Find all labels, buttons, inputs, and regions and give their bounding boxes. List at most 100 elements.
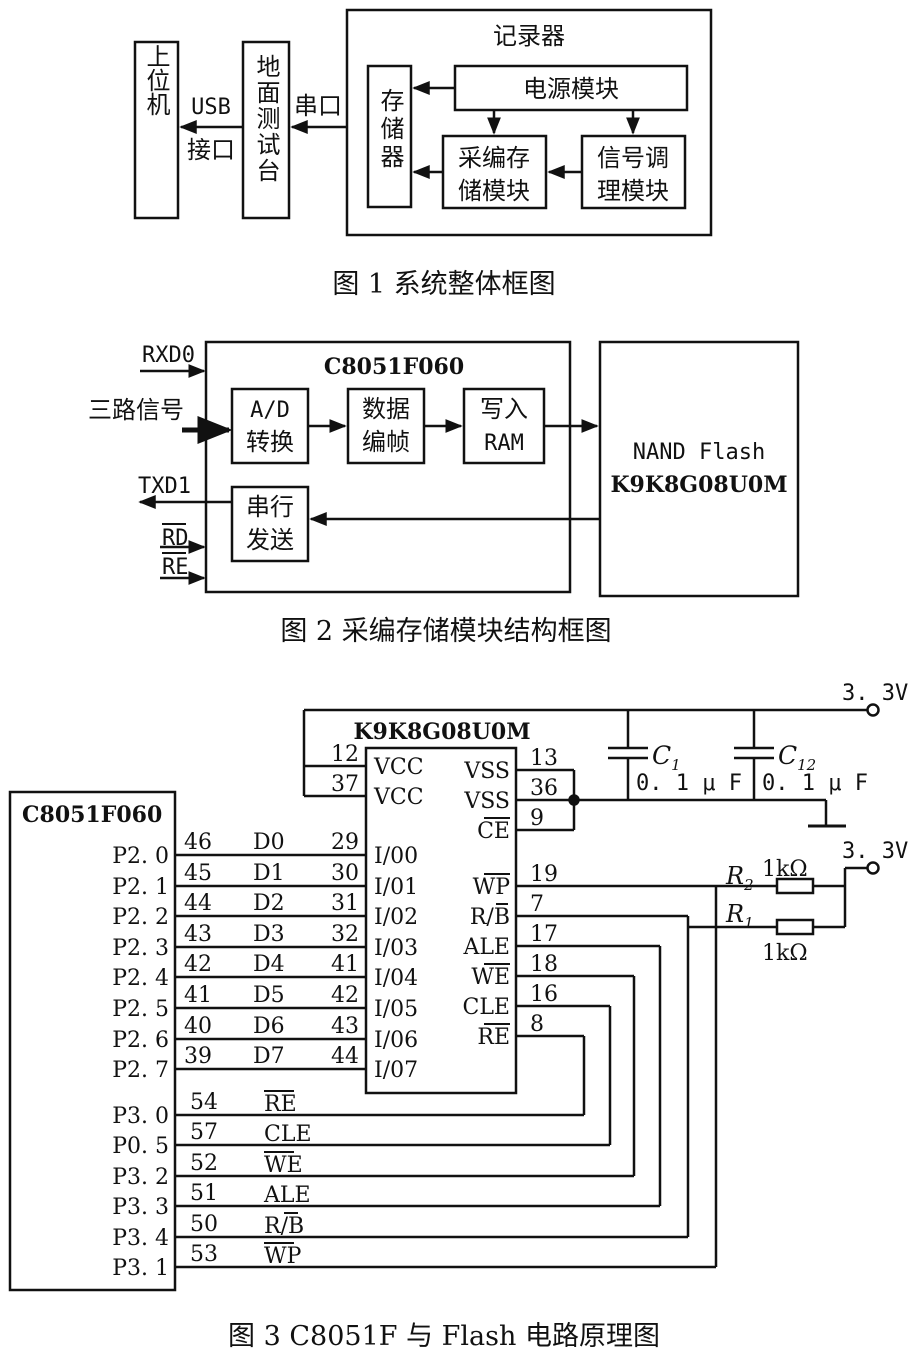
control-signal-label: WP <box>264 1244 302 1269</box>
r1-value: 1kΩ <box>762 941 808 966</box>
data-signal-label: D1 <box>253 861 285 886</box>
r1-body <box>775 918 815 936</box>
flash-io-label: I/05 <box>374 997 418 1022</box>
usb-interface-label: 接口 <box>187 136 235 164</box>
vcc-top-terminal <box>866 703 880 717</box>
pc-label: 上位机 <box>142 44 170 116</box>
mcu-port-label: P0. 5 <box>112 1134 169 1159</box>
mcu-pin-number: 43 <box>184 922 212 947</box>
figure-2-labels: RXD0 三路信号 TXD1 RD RE C8051F060 A/D 转换 数据… <box>88 343 788 647</box>
sig-module-label-2: 理模块 <box>597 177 669 205</box>
storage-label: 存储器 <box>376 88 404 172</box>
frame-label-1: 数据 <box>362 395 410 423</box>
flash-pin-number: 42 <box>331 983 359 1008</box>
usb-label: USB <box>191 95 231 120</box>
mcu-port-label: P2. 2 <box>112 905 169 930</box>
ram-label-2: RAM <box>484 431 524 456</box>
data-signal-label: D6 <box>253 1014 285 1039</box>
vcc-top-label: 3. 3V <box>842 681 908 706</box>
flash-pin-number: 44 <box>331 1044 359 1069</box>
power-module-label: 电源模块 <box>523 75 619 103</box>
re-label: RE <box>162 555 189 580</box>
frame-label-2: 编帧 <box>362 428 410 456</box>
flash-pin-number: 30 <box>331 861 359 886</box>
mcu-pin-number: 54 <box>190 1090 218 1115</box>
mcu-chip <box>8 790 177 1292</box>
flash-io-label: I/01 <box>374 875 418 900</box>
mcu-port-label: P3. 0 <box>112 1104 169 1129</box>
nand-label-1: NAND Flash <box>633 440 765 465</box>
flash-right-pin-label: ALE <box>462 935 510 960</box>
vcc-right-label: 3. 3V <box>842 839 908 864</box>
mcu-pin-number: 45 <box>184 861 212 886</box>
flash-vcc-pin-number: 12 <box>331 742 359 767</box>
flash-right-pin-label: WE <box>471 965 510 990</box>
flash-right-pin-number: 18 <box>530 952 558 977</box>
pc-box <box>133 40 180 220</box>
flash-io-label: I/03 <box>374 936 418 961</box>
mcu-port-label: P2. 6 <box>112 1028 169 1053</box>
serial-send-box <box>230 485 310 563</box>
mcu-pin-number: 41 <box>184 983 212 1008</box>
flash-io-label: I/07 <box>374 1058 418 1083</box>
nand-label-2: K9K8G08U0M <box>610 472 787 498</box>
flash-right-pin-number: 9 <box>530 806 544 831</box>
recorder-box <box>345 8 713 237</box>
flash-right-pin-label: WP <box>473 875 511 900</box>
control-signal-label: CLE <box>264 1122 312 1147</box>
data-signal-label: D4 <box>253 952 285 977</box>
c12-value: 0. 1 μ F <box>762 771 868 796</box>
mcu-label: C8051F060 <box>324 354 464 380</box>
mcu-port-label: P2. 3 <box>112 936 169 961</box>
data-signal-label: D3 <box>253 922 285 947</box>
three-signals-label: 三路信号 <box>88 396 184 424</box>
flash-right-pin-label: VSS <box>463 759 510 784</box>
acq-module-label-1: 采编存 <box>458 144 530 172</box>
flash-vcc-pin-number: 37 <box>331 772 359 797</box>
figure-2-caption: 图 2 采编存储模块结构框图 <box>280 616 611 647</box>
flash-chip <box>364 746 518 1095</box>
c1-designator: C1 <box>652 741 681 774</box>
mcu-pin-number: 51 <box>190 1181 218 1206</box>
vcc-right-terminal <box>866 861 880 875</box>
flash-right-pin-label: R/B <box>470 905 510 930</box>
mcu-port-label: P2. 1 <box>112 875 169 900</box>
control-signal-label: RE <box>264 1092 297 1117</box>
data-signal-label: D5 <box>253 983 285 1008</box>
flash-pin-number: 41 <box>331 952 359 977</box>
mcu-box <box>204 340 572 594</box>
mcu-port-label: P3. 4 <box>112 1226 169 1251</box>
mcu-port-label: P2. 7 <box>112 1058 169 1083</box>
mcu-port-label: P2. 0 <box>112 844 169 869</box>
ad-label-1: A/D <box>250 398 290 423</box>
mcu-port-label: P3. 2 <box>112 1165 169 1190</box>
r2-designator: R2 <box>725 862 754 894</box>
r2-value: 1kΩ <box>762 857 808 882</box>
flash-right-pin-number: 8 <box>530 1012 544 1037</box>
figure-3-labels: K9K8G08U0M C8051F060 3. 3V 3. 3V C1 0. 1… <box>22 681 908 1352</box>
c12-designator: C12 <box>778 741 816 774</box>
ground-station-label: 地面测试台 <box>252 54 280 184</box>
flash-pin-number: 29 <box>331 830 359 855</box>
flash-right-pin-number: 19 <box>530 862 558 887</box>
flash-io-label: I/00 <box>374 844 418 869</box>
flash-vcc-label: VCC <box>373 755 424 780</box>
flash-right-pin-number: 36 <box>530 776 558 801</box>
figure-3-schematic-static <box>8 703 880 1292</box>
c1-value: 0. 1 μ F <box>636 771 742 796</box>
vss-junction <box>568 794 580 806</box>
flash-pin-number: 32 <box>331 922 359 947</box>
txd1-label: TXD1 <box>138 474 191 499</box>
sig-module-label-1: 信号调 <box>597 144 669 172</box>
control-signal-label: WE <box>264 1153 303 1178</box>
mcu-pin-number: 39 <box>184 1044 212 1069</box>
mcu-pin-number: 57 <box>190 1120 218 1145</box>
flash-right-pin-number: 17 <box>530 922 558 947</box>
mcu-pin-number: 52 <box>190 1151 218 1176</box>
mcu-port-label: P3. 3 <box>112 1195 169 1220</box>
data-signal-label: D0 <box>253 830 285 855</box>
flash-right-pin-number: 7 <box>530 892 544 917</box>
mcu-pin-number: 46 <box>184 830 212 855</box>
mcu-pin-number: 40 <box>184 1014 212 1039</box>
